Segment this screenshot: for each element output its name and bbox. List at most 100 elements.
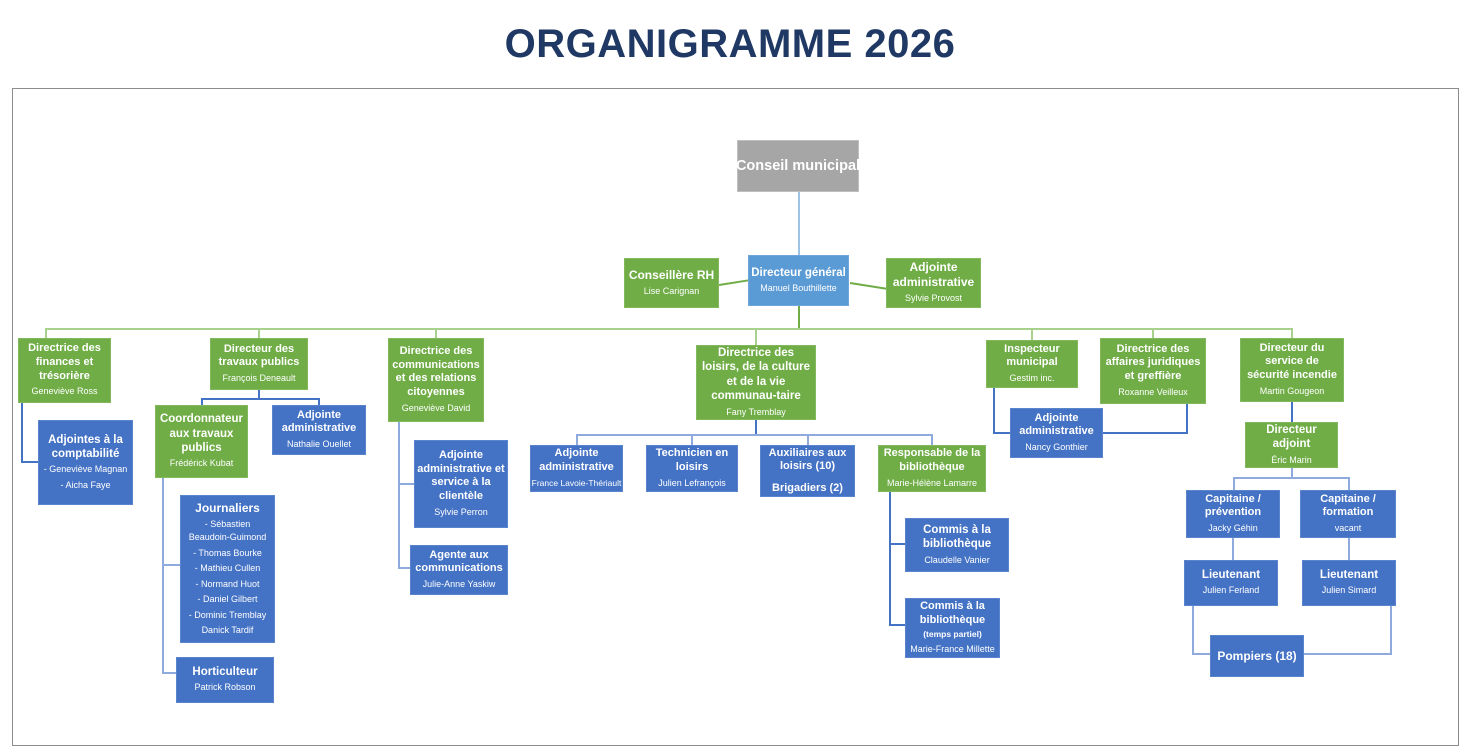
connector-line [1192, 606, 1194, 655]
box-line: Frédérick Kubat [169, 458, 234, 469]
connector-line [201, 398, 320, 400]
org-box-commis-bibliotheque-temps-partiel: Commis à la bibliothèque(temps partiel)M… [905, 598, 1000, 658]
connector-line [45, 328, 1293, 330]
connector-line [993, 388, 995, 434]
box-line: - Daniel Gilbert [197, 594, 258, 604]
connector-line [201, 398, 203, 405]
connector-line [162, 564, 180, 566]
org-box-directrice-communications: Directrice des communications et des rel… [388, 338, 484, 422]
connector-line [1348, 538, 1350, 560]
box-title: Responsable de la bibliothèque [883, 447, 981, 473]
box-line: vacant [1334, 523, 1362, 533]
connector-line [1291, 329, 1293, 338]
box-line: Sylvie Perron [434, 506, 488, 517]
box-line: - Dominic Tremblay [188, 609, 267, 620]
box-title: Directrice des finances et trésorière [28, 342, 101, 382]
box-title: Adjointe administrative et service à la … [417, 448, 505, 502]
connector-line [931, 435, 933, 445]
org-box-directrice-affaires-juridiques: Directrice des affaires juridiques et gr… [1100, 338, 1206, 404]
box-line: Danick Tardif [201, 625, 254, 635]
box-title: Lieutenant [1201, 569, 1261, 582]
box-title: Adjointe administrative [1019, 411, 1094, 438]
connector-line [993, 432, 1010, 434]
org-box-directrice-loisirs: Directrice des loisirs, de la culture et… [696, 345, 816, 420]
connector-line [398, 422, 400, 569]
box-line: Marie-Hélène Lamarre [886, 477, 978, 488]
connector-line [1390, 606, 1392, 655]
box-line: Julien Simard [1321, 585, 1377, 596]
connector-line [1233, 477, 1235, 490]
box-title: Commis à la bibliothèque [922, 523, 992, 551]
connector-line [258, 390, 260, 400]
connector-line [1304, 653, 1392, 655]
box-line: Julie-Anne Yaskiw [422, 579, 496, 589]
box-title: Horticulteur [192, 666, 258, 679]
box-title: Directeur adjoint [1266, 423, 1317, 451]
connector-line [889, 624, 905, 626]
org-box-journaliers: Journaliers- Sébastien Beaudoin-Guimond-… [180, 495, 275, 643]
box-line: - Normand Huot [195, 578, 260, 589]
connector-line [1186, 404, 1188, 434]
connector-line [576, 435, 578, 445]
connector-line [318, 398, 320, 405]
org-box-adjointe-administrative-communications: Adjointe administrative et service à la … [414, 440, 508, 528]
box-title: Adjointe administrative [539, 447, 614, 474]
box-line: (temps partiel) [923, 629, 982, 640]
box-line: France Lavoie-Thériault [531, 477, 622, 488]
box-line: - Thomas Bourke [193, 547, 262, 558]
box-line: Marie-France Millette [910, 643, 995, 654]
box-title: Directrice des affaires juridiques et gr… [1105, 342, 1201, 383]
connector-line [21, 461, 38, 463]
box-line: Nancy Gonthier [1025, 442, 1088, 452]
box-line: Roxanne Veilleux [1118, 386, 1188, 397]
box-line: Patrick Robson [194, 682, 256, 693]
connector-line [398, 567, 410, 569]
box-title: Agente aux communications [415, 548, 503, 575]
box-line: Julien Lefrançois [658, 477, 726, 488]
box-line: - Sébastien Beaudoin-Guimond [188, 518, 267, 543]
connector-line [1348, 477, 1350, 490]
org-box-conseillere-rh: Conseillère RH Lise Carignan [624, 258, 719, 308]
box-title: Conseillère RH [628, 267, 715, 282]
box-title: Lieutenant [1319, 569, 1379, 582]
box-title: Adjointes à la comptabilité [48, 433, 123, 460]
connector-line [807, 435, 809, 445]
box-title: Pompiers (18) [1217, 648, 1297, 663]
page-title: ORGANIGRAMME 2026 [504, 22, 956, 66]
org-box-pompiers: Pompiers (18) [1210, 635, 1304, 677]
box-line: - Mathieu Cullen [194, 563, 261, 573]
box-line: - Aicha Faye [60, 479, 111, 490]
box-title: Conseil municipal [735, 157, 861, 174]
connector-line [576, 434, 933, 436]
connector-line [398, 483, 414, 485]
box-title: Auxiliaires aux loisirs (10) [768, 446, 847, 473]
box-line: Lise Carignan [643, 285, 700, 296]
box-line: Fany Tremblay [726, 406, 786, 417]
box-title: Technicien en loisirs [655, 447, 729, 473]
box-line: Geneviève David [401, 402, 471, 413]
connector-line [755, 420, 757, 436]
org-box-directeur-securite-incendie: Directeur du service de sécurité incendi… [1240, 338, 1344, 402]
chart-frame [12, 88, 1459, 746]
connector-line [162, 672, 176, 674]
box-line: Gestim inc. [1009, 373, 1055, 383]
box-line: - Geneviève Magnan [43, 464, 128, 475]
box-title: Capitaine / prévention [1204, 492, 1262, 519]
box-line: François Deneault [222, 373, 296, 383]
box-line: Brigadiers (2) [772, 482, 843, 495]
